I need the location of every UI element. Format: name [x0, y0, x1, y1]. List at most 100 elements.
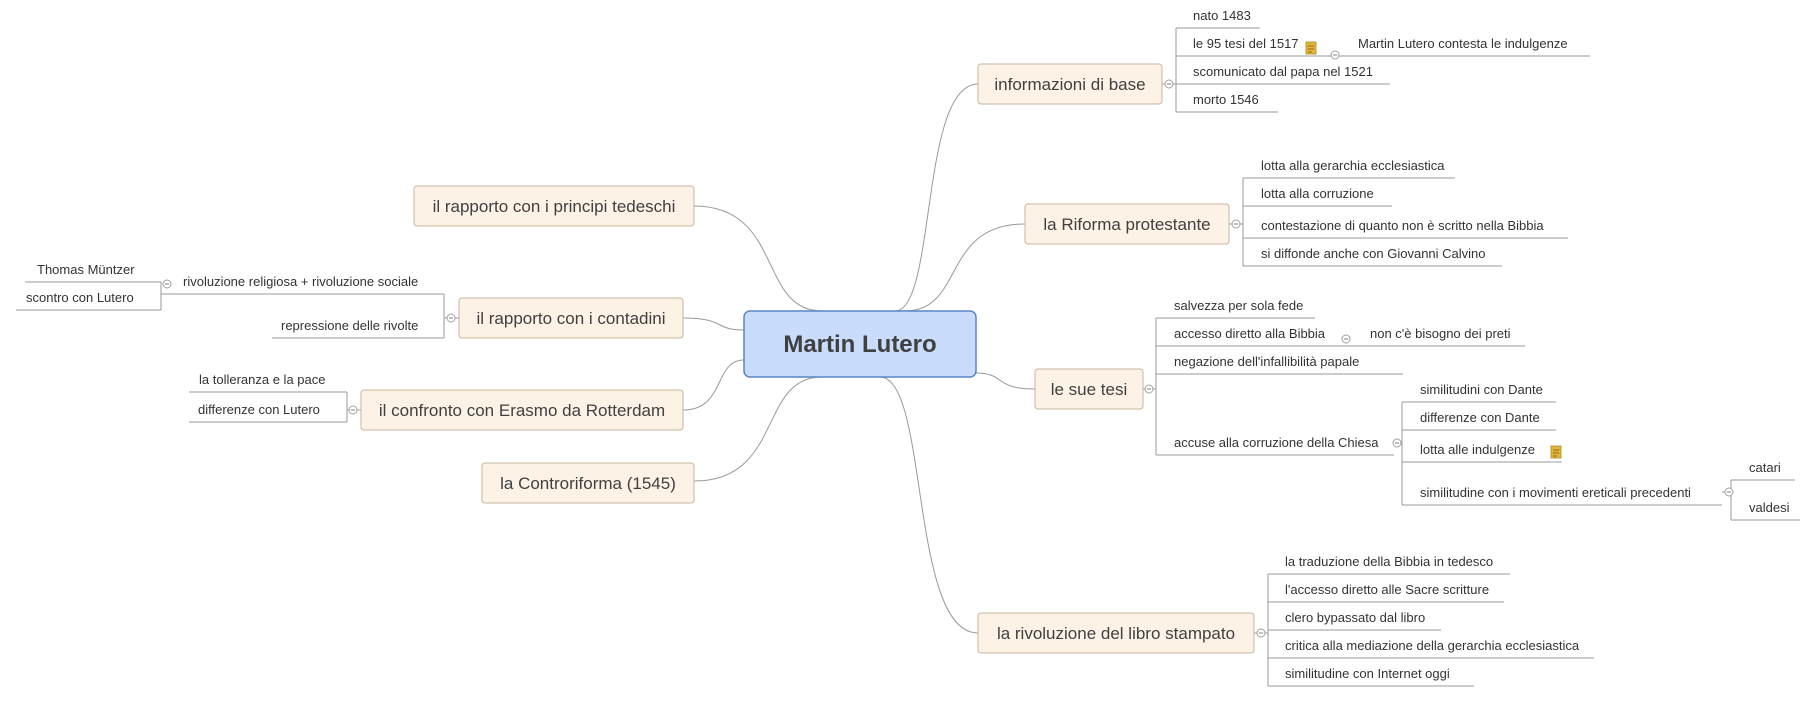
subtopic-differenze-con-lutero[interactable]: differenze con Lutero	[189, 402, 347, 423]
topic-label: le sue tesi	[1051, 380, 1128, 399]
subtopic-critica-alla-mediazione-della-gerarchia-[interactable]: critica alla mediazione della gerarchia …	[1268, 638, 1594, 659]
collapse-toggle-icon[interactable]	[1256, 628, 1266, 638]
collapse-toggle-icon[interactable]	[1144, 384, 1154, 394]
subtopic-label: critica alla mediazione della gerarchia …	[1285, 638, 1580, 653]
topic-la-riforma-protestante[interactable]: la Riforma protestante	[1024, 203, 1230, 245]
topic-label: il rapporto con i principi tedeschi	[433, 197, 676, 216]
subtopic-label: lotta alla corruzione	[1261, 186, 1374, 201]
subtopic-label: l'accesso diretto alle Sacre scritture	[1285, 582, 1489, 597]
subtopic-scomunicato-dal-papa-nel-1521[interactable]: scomunicato dal papa nel 1521	[1176, 64, 1390, 85]
collapse-toggle-icon[interactable]	[1392, 438, 1402, 448]
topic-label: la Controriforma (1545)	[500, 474, 676, 493]
connector-line	[879, 376, 979, 634]
subtopic-similitudini-con-dante[interactable]: similitudini con Dante	[1402, 382, 1556, 403]
subtopic-negazione-dell-infallibilita-papale[interactable]: negazione dell'infallibilità papale	[1156, 354, 1403, 375]
topic-informazioni-di-base[interactable]: informazioni di base	[977, 63, 1163, 105]
subtopic-label: lotta alla gerarchia ecclesiastica	[1261, 158, 1445, 173]
subtopic-contestazione-di-quanto-non-e-scritto-ne[interactable]: contestazione di quanto non è scritto ne…	[1243, 218, 1568, 239]
topic-label: il rapporto con i contadini	[476, 309, 665, 328]
subtopic-label: similitudini con Dante	[1420, 382, 1543, 397]
topic-le-sue-tesi[interactable]: le sue tesi	[1034, 368, 1144, 410]
subtopic-label: similitudine con i movimenti ereticali p…	[1420, 485, 1691, 500]
subtopic-non-c-e-bisogno-dei-preti[interactable]: non c'è bisogno dei preti	[1352, 326, 1525, 347]
topics-layer: Martin Lutero informazioni di base nato 14…	[16, 8, 1800, 687]
topic-la-rivoluzione-del-libro-stampato[interactable]: la rivoluzione del libro stampato	[977, 612, 1255, 654]
subtopic-morto-1546[interactable]: morto 1546	[1176, 92, 1278, 113]
subtopic-differenze-con-dante[interactable]: differenze con Dante	[1402, 410, 1556, 431]
connector-line	[693, 376, 823, 482]
subtopic-catari[interactable]: catari	[1731, 460, 1795, 481]
subtopic-label: contestazione di quanto non è scritto ne…	[1261, 218, 1544, 233]
subtopic-lotta-alla-gerarchia-ecclesiastica[interactable]: lotta alla gerarchia ecclesiastica	[1243, 158, 1455, 179]
subtopic-label: rivoluzione religiosa + rivoluzione soci…	[183, 274, 418, 289]
topic-il-confronto-con-erasmo-da-rotterdam[interactable]: il confronto con Erasmo da Rotterdam	[360, 389, 684, 431]
topic-la-controriforma-1545[interactable]: la Controriforma (1545)	[481, 462, 695, 504]
connector-line	[975, 372, 1036, 390]
connector-line	[894, 83, 979, 312]
subtopic-label: clero bypassato dal libro	[1285, 610, 1425, 625]
subtopic-l-accesso-diretto-alle-sacre-scritture[interactable]: l'accesso diretto alle Sacre scritture	[1268, 582, 1504, 603]
subtopic-thomas-muntzer[interactable]: Thomas Müntzer	[25, 262, 161, 283]
connector-line	[693, 205, 823, 312]
subtopic-salvezza-per-sola-fede[interactable]: salvezza per sola fede	[1156, 298, 1315, 319]
subtopic-label: accuse alla corruzione della Chiesa	[1174, 435, 1379, 450]
note-icon[interactable]	[1305, 41, 1317, 55]
subtopic-similitudine-con-internet-oggi[interactable]: similitudine con Internet oggi	[1268, 666, 1474, 687]
subtopic-label: la traduzione della Bibbia in tedesco	[1285, 554, 1493, 569]
subtopic-lotta-alla-corruzione[interactable]: lotta alla corruzione	[1243, 186, 1392, 207]
subtopic-repressione-delle-rivolte[interactable]: repressione delle rivolte	[272, 318, 444, 339]
subtopic-label: si diffonde anche con Giovanni Calvino	[1261, 246, 1486, 261]
subtopic-le-95-tesi-del-1517[interactable]: le 95 tesi del 1517	[1176, 36, 1316, 57]
subtopic-label: differenze con Lutero	[198, 402, 320, 417]
central-topic-label: Martin Lutero	[783, 331, 936, 358]
subtopic-similitudine-con-i-movimenti-ereticali-p[interactable]: similitudine con i movimenti ereticali p…	[1402, 485, 1722, 506]
subtopic-label: salvezza per sola fede	[1174, 298, 1303, 313]
subtopic-label: differenze con Dante	[1420, 410, 1540, 425]
subtopic-la-traduzione-della-bibbia-in-tedesco[interactable]: la traduzione della Bibbia in tedesco	[1268, 554, 1510, 575]
topic-label: la Riforma protestante	[1043, 215, 1210, 234]
connector-line	[904, 223, 1026, 312]
topic-label: la rivoluzione del libro stampato	[997, 624, 1235, 643]
subtopic-label: morto 1546	[1193, 92, 1259, 107]
collapse-toggle-icon[interactable]	[348, 405, 358, 415]
subtopic-accuse-alla-corruzione-della-chiesa[interactable]: accuse alla corruzione della Chiesa	[1156, 435, 1394, 456]
subtopic-label: lotta alle indulgenze	[1420, 442, 1535, 457]
subtopic-label: scomunicato dal papa nel 1521	[1193, 64, 1373, 79]
subtopic-lotta-alle-indulgenze[interactable]: lotta alle indulgenze	[1402, 442, 1562, 463]
subtopic-label: Thomas Müntzer	[37, 262, 135, 277]
topic-label: informazioni di base	[994, 75, 1145, 94]
subtopic-label: Martin Lutero contesta le indulgenze	[1358, 36, 1568, 51]
subtopic-label: non c'è bisogno dei preti	[1370, 326, 1511, 341]
collapse-toggle-icon[interactable]	[446, 313, 456, 323]
subtopic-label: repressione delle rivolte	[281, 318, 418, 333]
connector-line	[682, 317, 745, 331]
subtopic-clero-bypassato-dal-libro[interactable]: clero bypassato dal libro	[1268, 610, 1441, 631]
subtopic-label: accesso diretto alla Bibbia	[1174, 326, 1326, 341]
topic-label: il confronto con Erasmo da Rotterdam	[379, 401, 665, 420]
subtopic-scontro-con-lutero[interactable]: scontro con Lutero	[16, 290, 161, 311]
subtopic-label: la tolleranza e la pace	[199, 372, 325, 387]
collapse-toggle-icon[interactable]	[1724, 487, 1734, 497]
topic-il-rapporto-con-i-principi-tedeschi[interactable]: il rapporto con i principi tedeschi	[413, 185, 695, 227]
subtopic-label: negazione dell'infallibilità papale	[1174, 354, 1359, 369]
subtopic-valdesi[interactable]: valdesi	[1731, 500, 1800, 521]
collapse-toggle-icon[interactable]	[1330, 50, 1340, 60]
subtopic-rivoluzione-religiosa-rivoluzione-social[interactable]: rivoluzione religiosa + rivoluzione soci…	[161, 274, 444, 295]
subtopic-la-tolleranza-e-la-pace[interactable]: la tolleranza e la pace	[189, 372, 347, 393]
subtopic-martin-lutero-contesta-le-indulgenze[interactable]: Martin Lutero contesta le indulgenze	[1341, 36, 1590, 57]
topic-il-rapporto-con-i-contadini[interactable]: il rapporto con i contadini	[458, 297, 684, 339]
subtopic-label: similitudine con Internet oggi	[1285, 666, 1450, 681]
collapse-toggle-icon[interactable]	[1164, 79, 1174, 89]
note-icon[interactable]	[1550, 445, 1562, 459]
subtopic-accesso-diretto-alla-bibbia[interactable]: accesso diretto alla Bibbia	[1156, 326, 1338, 347]
collapse-toggle-icon[interactable]	[1231, 219, 1241, 229]
central-topic[interactable]: Martin Lutero	[743, 310, 977, 378]
subtopic-si-diffonde-anche-con-giovanni-calvino[interactable]: si diffonde anche con Giovanni Calvino	[1243, 246, 1502, 267]
subtopic-label: valdesi	[1749, 500, 1790, 515]
subtopic-label: catari	[1749, 460, 1781, 475]
collapse-toggle-icon[interactable]	[1341, 334, 1351, 344]
subtopic-nato-1483[interactable]: nato 1483	[1176, 8, 1260, 29]
collapse-toggle-icon[interactable]	[162, 279, 172, 289]
subtopic-label: nato 1483	[1193, 8, 1251, 23]
